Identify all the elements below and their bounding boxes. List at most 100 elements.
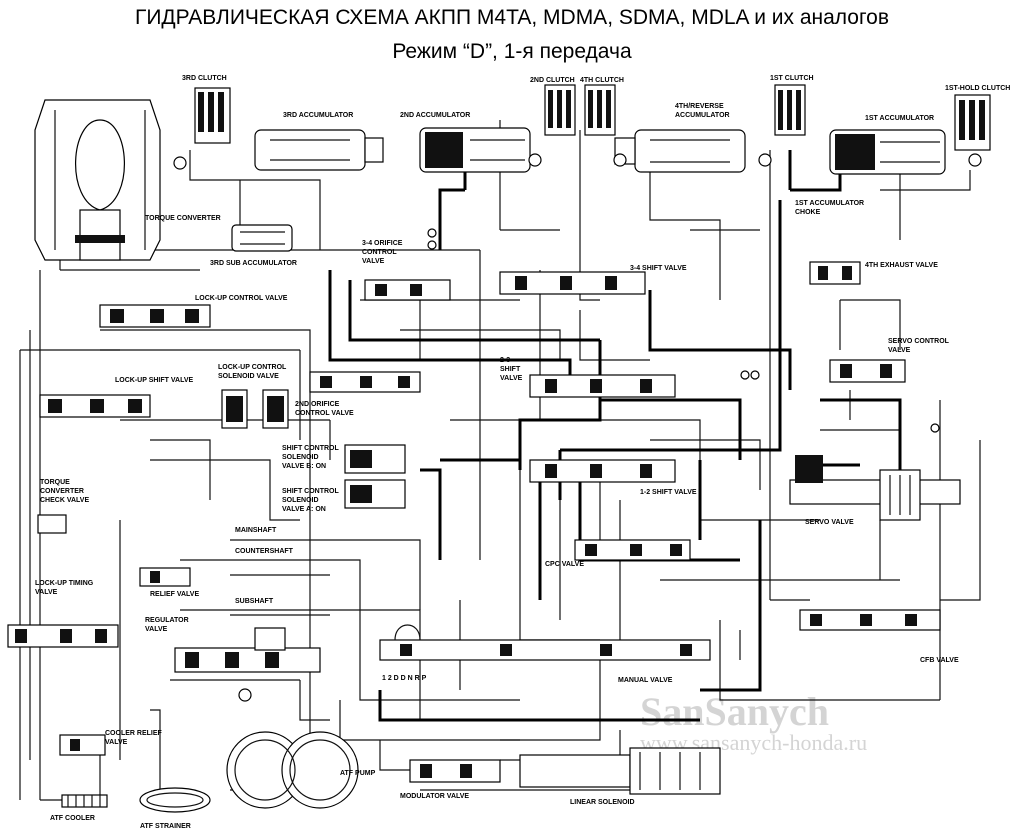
label-timing-line2: VALVE (35, 589, 58, 596)
label-choke-line2: CHOKE (795, 209, 821, 216)
shift-valve-12 (529, 459, 676, 483)
label-subshaft: SUBSHAFT (235, 598, 274, 605)
label-orifice-line3: VALVE (362, 258, 385, 265)
label-4th-clutch: 4TH CLUTCH (580, 77, 624, 84)
label-scs-a-line3: VALVE A: ON (282, 506, 326, 513)
label-lockup-solenoid-line2: SOLENOID VALVE (218, 373, 279, 380)
cfb-valve (799, 609, 941, 631)
label-countershaft: COUNTERSHAFT (235, 548, 294, 555)
label-cfb-valve: CFB VALVE (920, 657, 959, 664)
label-cpc-valve: CPC VALVE (545, 561, 584, 568)
label-choke-line1: 1ST ACCUMULATOR (795, 200, 864, 207)
sub-accumulator-3rd (231, 224, 293, 252)
label-2nd-orifice-line2: CONTROL VALVE (295, 410, 354, 417)
lockup-control-solenoid (221, 389, 289, 429)
label-atf-pump: ATF PUMP (340, 770, 376, 777)
clutch-1st (774, 84, 806, 136)
linear-solenoid (519, 747, 721, 795)
accumulator-3rd (254, 129, 384, 171)
atf-strainer (139, 787, 211, 813)
label-atf-strainer: ATF STRAINER (140, 823, 191, 830)
clutch-1st-hold (954, 94, 991, 151)
regulator-valve (174, 627, 321, 673)
clutch-4th (584, 84, 616, 136)
label-cooler-relief-line1: COOLER RELIEF (105, 730, 163, 737)
clutch-3rd (194, 87, 231, 144)
label-detent: 1 2 D D N R P (382, 675, 427, 682)
label-relief-valve: RELIEF VALVE (150, 591, 199, 598)
shift-control-solenoid-b (344, 444, 406, 474)
label-servo-control-line2: VALVE (888, 347, 911, 354)
label-scs-b-line1: SHIFT CONTROL (282, 445, 339, 452)
watermark-logo: SanSanych (640, 689, 829, 734)
label-scs-a-line1: SHIFT CONTROL (282, 488, 339, 495)
manual-valve (379, 624, 711, 661)
label-lockup-control-valve: LOCK-UP CONTROL VALVE (195, 295, 288, 302)
label-1st-hold-clutch: 1ST-HOLD CLUTCH (945, 85, 1010, 92)
label-linear-solenoid: LINEAR SOLENOID (570, 799, 635, 806)
diagram-title: ГИДРАВЛИЧЕСКАЯ СХЕМА АКПП M4TA, MDMA, SD… (134, 6, 890, 29)
label-orifice-line1: 3-4 ORIFICE (362, 240, 403, 247)
servo-control-valve (829, 359, 906, 383)
label-2nd-accumulator: 2ND ACCUMULATOR (400, 112, 470, 119)
label-2nd-clutch: 2ND CLUTCH (530, 77, 575, 84)
label-23-line2: SHIFT (500, 366, 521, 373)
diagram-subtitle: Режим “D”, 1-я передача (392, 40, 632, 63)
label-23-line1: 2-3 (500, 357, 510, 364)
cooler-relief-valve (59, 734, 106, 756)
pressure-gauges (173, 153, 982, 702)
orifice-34-control-valve (364, 279, 451, 301)
label-1st-accumulator: 1ST ACCUMULATOR (865, 115, 934, 122)
lockup-control-valve (99, 304, 211, 328)
label-1st-clutch: 1ST CLUTCH (770, 75, 814, 82)
label-tc-check-line2: CONVERTER (40, 488, 84, 495)
component-labels: 3RD CLUTCH 2ND CLUTCH 4TH CLUTCH 1ST CLU… (35, 75, 1010, 830)
label-12-shift-valve: 1-2 SHIFT VALVE (640, 489, 697, 496)
label-tc-check-line3: CHECK VALVE (40, 497, 89, 504)
label-scs-a-line2: SOLENOID (282, 497, 319, 504)
label-tc-check-line1: TORQUE (40, 479, 70, 486)
label-3rd-clutch: 3RD CLUTCH (182, 75, 227, 82)
modulator-valve (409, 759, 501, 783)
shift-valve-34 (499, 271, 646, 295)
label-servo-valve: SERVO VALVE (805, 519, 854, 526)
accumulator-2nd (419, 127, 531, 173)
accumulator-1st (829, 129, 946, 175)
label-34-shift-valve: 3-4 SHIFT VALVE (630, 265, 687, 272)
label-servo-control-line1: SERVO CONTROL (888, 338, 950, 345)
label-2nd-orifice-line1: 2ND ORIFICE (295, 401, 340, 408)
atf-cooler (61, 794, 108, 808)
label-manual-valve: MANUAL VALVE (618, 677, 673, 684)
label-23-line3: VALVE (500, 375, 523, 382)
label-lockup-solenoid-line1: LOCK-UP CONTROL (218, 364, 287, 371)
label-4th-reverse-line2: ACCUMULATOR (675, 112, 730, 119)
label-torque-converter: TORQUE CONVERTER (145, 215, 221, 222)
exhaust-valve-4th (809, 261, 861, 285)
label-regulator-line2: VALVE (145, 626, 168, 633)
label-regulator-line1: REGULATOR (145, 617, 189, 624)
clutch-2nd (544, 84, 576, 136)
label-4th-exhaust-valve: 4TH EXHAUST VALVE (865, 262, 938, 269)
label-3rd-sub-accumulator: 3RD SUB ACCUMULATOR (210, 260, 297, 267)
label-timing-line1: LOCK-UP TIMING (35, 580, 94, 587)
torque-converter-check-valve (37, 514, 67, 534)
label-3rd-accumulator: 3RD ACCUMULATOR (283, 112, 353, 119)
label-lockup-shift-valve: LOCK-UP SHIFT VALVE (115, 377, 194, 384)
atf-pump (226, 731, 359, 809)
label-modulator-valve: MODULATOR VALVE (400, 793, 469, 800)
relief-valve (139, 567, 191, 587)
accumulator-4th-reverse (614, 129, 746, 173)
label-scs-b-line3: VALVE B: ON (282, 463, 326, 470)
shift-valve-23 (529, 374, 676, 398)
check-balls (427, 228, 940, 433)
servo-valve (789, 455, 961, 521)
watermark: SanSanych www.sansanych-honda.ru (640, 689, 867, 755)
torque-converter (34, 99, 161, 261)
label-mainshaft: MAINSHAFT (235, 527, 277, 534)
label-scs-b-line2: SOLENOID (282, 454, 319, 461)
cpc-valve (574, 539, 691, 561)
label-4th-reverse-line1: 4TH/REVERSE (675, 103, 724, 110)
pressurized-lines (328, 150, 902, 722)
label-cooler-relief-line2: VALVE (105, 739, 128, 746)
